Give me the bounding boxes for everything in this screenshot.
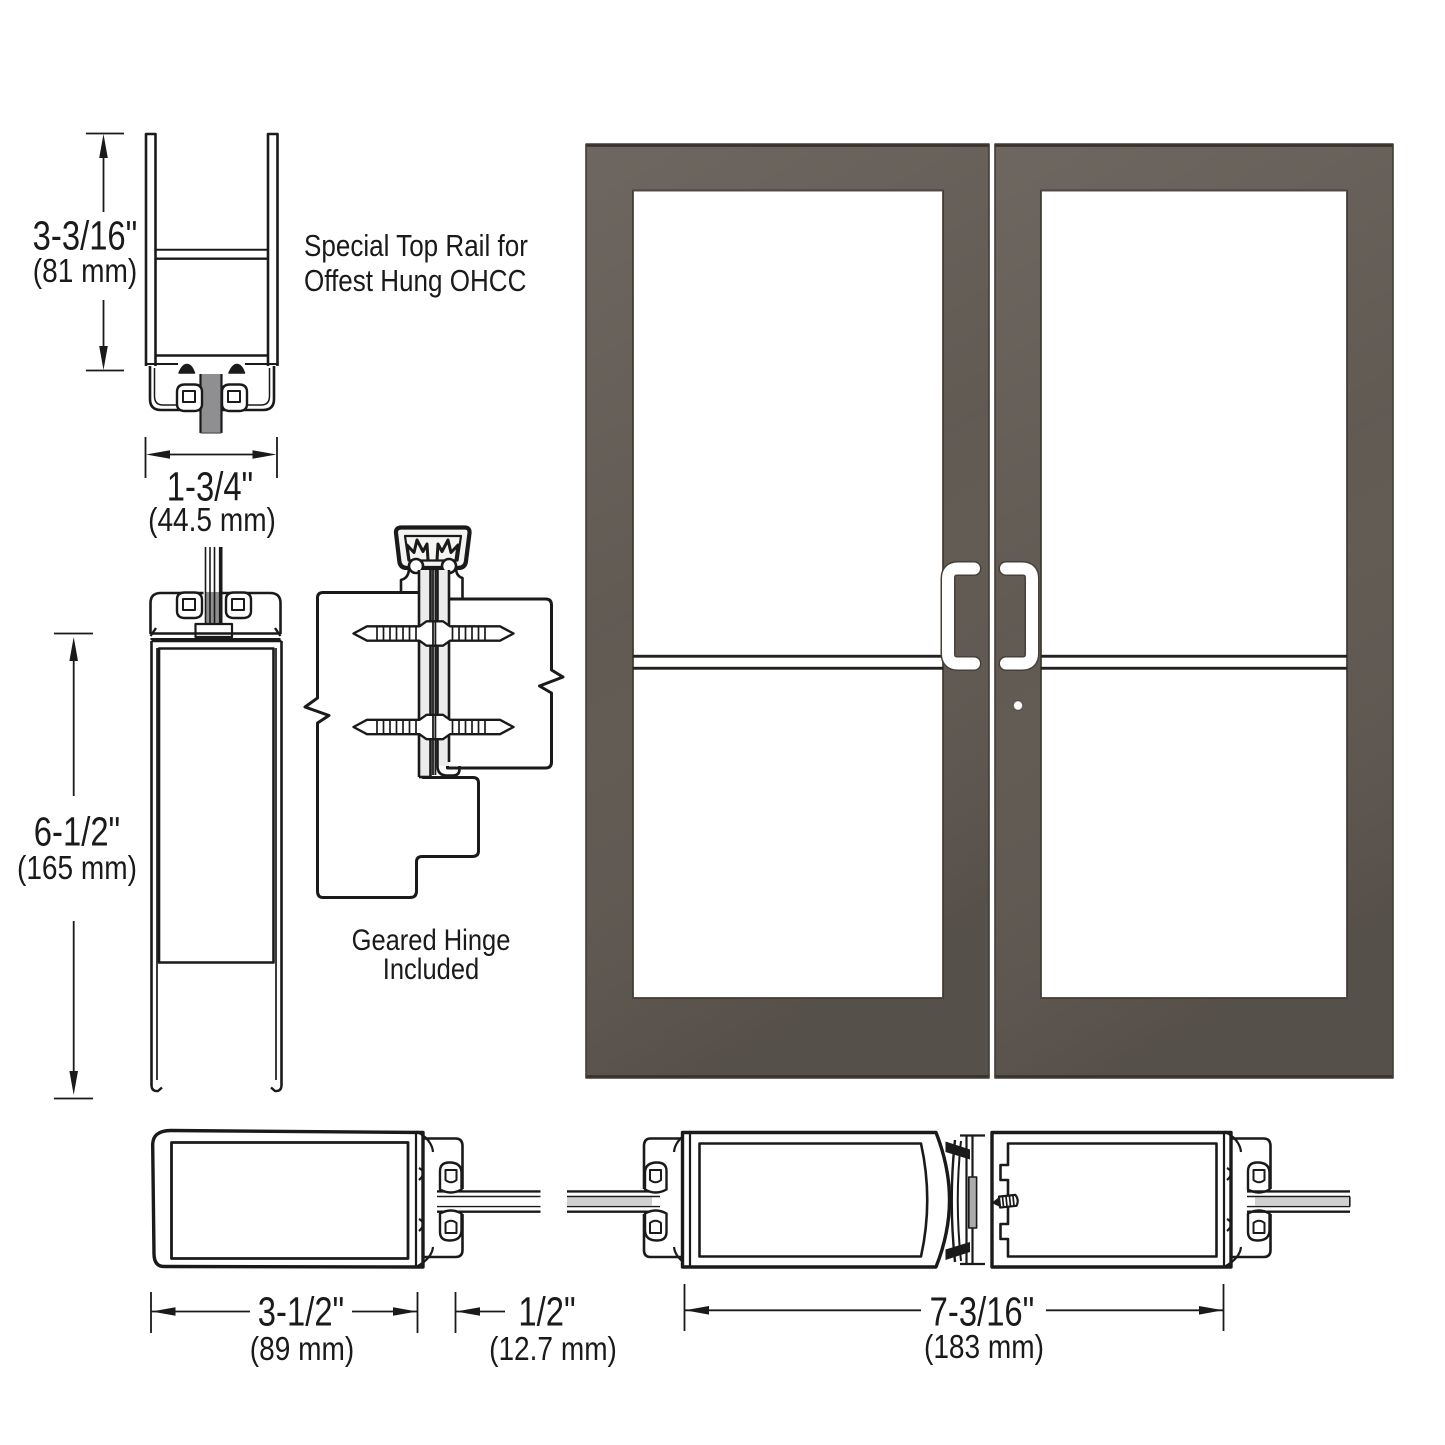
- dim-top-rail-width: [144, 437, 278, 478]
- dim-meeting-stiles-width: [683, 1284, 1225, 1331]
- glazing-channel: [416, 1130, 541, 1268]
- figure-door-elevation: [585, 143, 1394, 1079]
- muntin-line: [1041, 666, 1347, 670]
- astragal-screw: [991, 1193, 1019, 1209]
- dim-label-top-rail-width-imperial: 1-3/4": [166, 463, 254, 510]
- door-left: [585, 143, 990, 1079]
- dim-label-bottom-rail-height-metric: (165 mm): [16, 849, 138, 886]
- dim-label-glass-gap-imperial: 1/2": [518, 1288, 576, 1335]
- note-top-rail-line2: Offest Hung OHCC: [304, 263, 527, 298]
- muntin-line: [633, 666, 943, 670]
- dim-stile-width: [150, 1292, 419, 1333]
- figure-top-rail-section: [86, 132, 279, 478]
- door-left-pull-handle-icon: [940, 561, 982, 671]
- dim-bottom-rail-height: [54, 632, 93, 1100]
- dim-label-top-rail-height-imperial: 3-3/16": [32, 212, 137, 258]
- dim-label-bottom-rail-height-imperial: 6-1/2": [33, 808, 121, 855]
- dim-label-glass-gap-metric: (12.7 mm): [489, 1329, 617, 1367]
- figure-meeting-stile-section: [567, 1130, 1351, 1331]
- dim-glass-gap: [454, 1292, 505, 1333]
- door-right: [994, 143, 1394, 1079]
- label-geared-hinge-line1: Geared Hinge: [351, 924, 511, 957]
- dim-label-stile-width-metric: (89 mm): [249, 1329, 355, 1367]
- glazing-channel: [1224, 1130, 1272, 1268]
- muntin-line: [633, 654, 943, 658]
- door-left-frame: [586, 144, 989, 1078]
- figure-geared-hinge: [303, 525, 565, 899]
- door-right-frame: [995, 144, 1393, 1078]
- dim-label-meeting-stiles-metric: (183 mm): [923, 1328, 1045, 1365]
- cylinder-lock-dot: [1012, 700, 1024, 711]
- dim-label-top-rail-width-metric: (44.5 mm): [147, 501, 276, 538]
- dim-label-top-rail-height-metric: (81 mm): [32, 252, 137, 289]
- door-right-pull-handle-icon: [998, 561, 1040, 671]
- figure-hinge-stile-section: [150, 1128, 541, 1333]
- figure-bottom-rail-section: [54, 547, 283, 1100]
- dim-label-meeting-stiles-imperial: 7-3/16": [929, 1288, 1035, 1335]
- glazing-channel: [642, 1130, 691, 1268]
- muntin-line: [1041, 654, 1347, 658]
- label-geared-hinge-line2: Included: [382, 952, 480, 986]
- dim-label-stile-width-imperial: 3-1/2": [257, 1288, 345, 1335]
- note-top-rail-line1: Special Top Rail for: [304, 228, 528, 263]
- gasket-clip: [175, 383, 249, 413]
- dim-top-rail-height: [86, 132, 124, 372]
